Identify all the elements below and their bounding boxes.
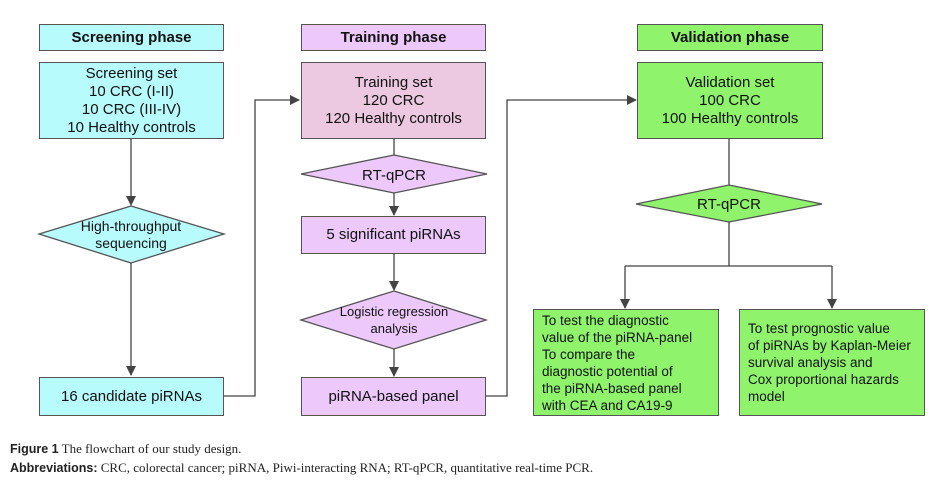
validation-phase-header: Validation phase: [637, 24, 823, 51]
significant-pirnas-box: 5 significant piRNAs: [301, 216, 486, 254]
connector-screening-to-training: [224, 95, 300, 397]
validation-set-box: Validation set 100 CRC 100 Healthy contr…: [637, 62, 823, 139]
training-set-box: Training set 120 CRC 120 Healthy control…: [301, 62, 486, 139]
training-phase-header: Training phase: [301, 24, 486, 51]
abbreviations-text: CRC, colorectal cancer; piRNA, Piwi-inte…: [97, 460, 594, 475]
candidate-pirnas-box: 16 candidate piRNAs: [39, 377, 224, 416]
connector-training-to-validation: [486, 95, 637, 397]
prognostic-outcome-box: To test prognostic value of piRNAs by Ka…: [739, 309, 925, 416]
figure-caption: Figure 1 The flowchart of our study desi…: [10, 441, 241, 457]
abbreviations-label: Abbreviations:: [10, 461, 98, 475]
study-flowchart: Screening phase Screening set 10 CRC (I-…: [36, 24, 925, 416]
training-rtqpcr-label: RT-qPCR: [362, 166, 426, 184]
figure-label: Figure 1: [10, 442, 59, 456]
abbreviations-note: Abbreviations: CRC, colorectal cancer; p…: [10, 460, 593, 476]
figure-title: The flowchart of our study design.: [58, 441, 242, 456]
screening-phase-header: Screening phase: [39, 24, 224, 51]
sequencing-label: High-throughput sequencing: [80, 218, 182, 251]
logistic-regression-label: Logistic regression analysis: [339, 304, 449, 336]
diagnostic-outcome-box: To test the diagnostic value of the piRN…: [533, 309, 719, 416]
pirna-panel-box: piRNA-based panel: [301, 377, 486, 416]
validation-rtqpcr-label: RT-qPCR: [697, 195, 761, 213]
screening-set-box: Screening set 10 CRC (I-II) 10 CRC (III-…: [39, 62, 224, 139]
connectors: [36, 95, 837, 397]
